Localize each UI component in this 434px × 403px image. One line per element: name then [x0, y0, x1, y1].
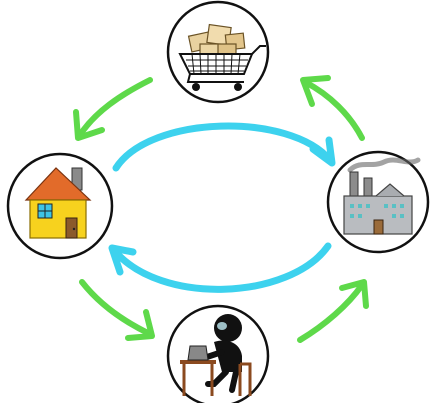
green-arrowhead-goods	[300, 75, 331, 107]
outer-flow-arrows	[73, 75, 369, 343]
node-firm	[326, 150, 430, 254]
green-arrowhead-household	[73, 109, 105, 141]
shopping-cart-with-boxes-icon	[178, 23, 266, 91]
cyan-arrow-firm-to-household	[110, 242, 332, 293]
inner-flow-loop	[108, 122, 336, 293]
cyan-arrowhead-firm	[309, 136, 336, 167]
green-arrowhead-labor	[125, 309, 155, 341]
green-arrow-goods-to-household	[77, 77, 153, 138]
green-arrow-household-to-labor	[79, 279, 153, 337]
factory-icon	[343, 157, 421, 235]
node-goods	[166, 0, 270, 104]
green-arrowhead-firm	[339, 279, 369, 309]
cyan-arrowhead-household	[108, 244, 137, 276]
node-household	[6, 152, 114, 260]
worker-at-desk-icon	[180, 314, 252, 396]
green-arrow-firm-to-goods	[302, 79, 365, 141]
node-labor	[166, 304, 270, 403]
house-icon	[24, 167, 92, 239]
green-arrow-labor-to-firm	[297, 282, 365, 343]
cyan-arrow-household-to-firm	[112, 122, 334, 172]
